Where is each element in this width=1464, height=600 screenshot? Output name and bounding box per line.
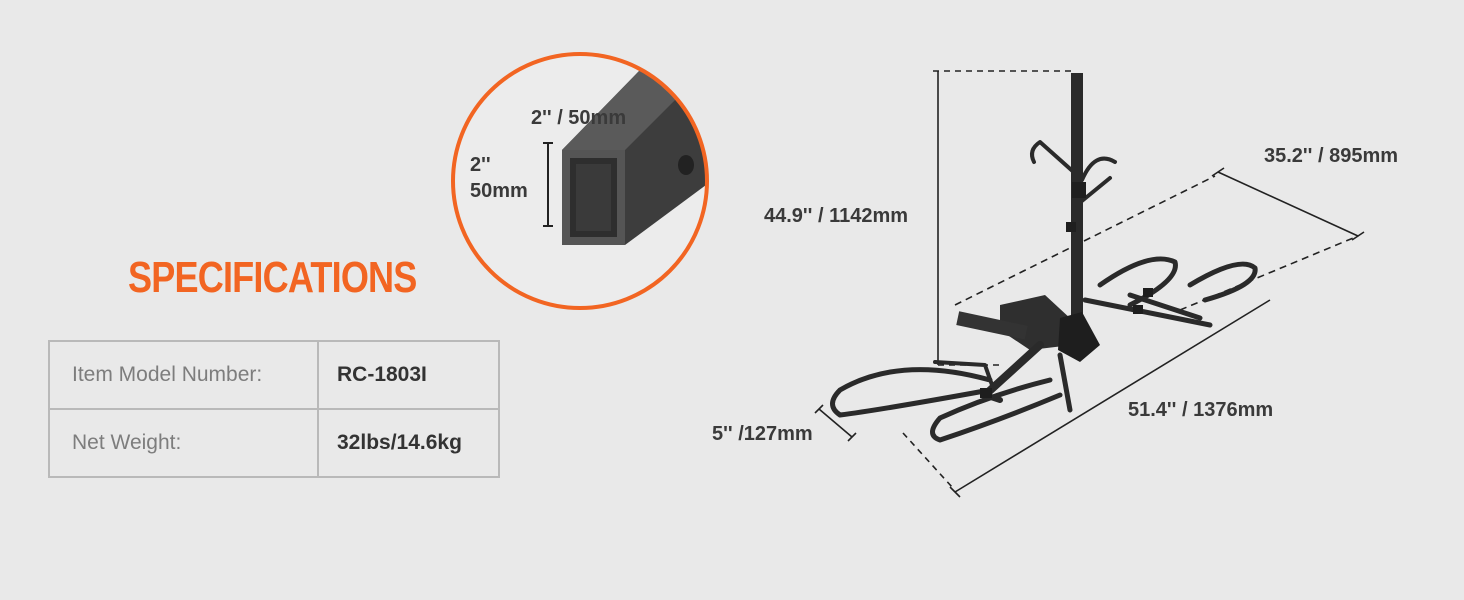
table-row: Net Weight: 32lbs/14.6kg xyxy=(48,408,500,478)
tray-width-dimension-label: 5'' /127mm xyxy=(712,423,813,445)
inset-height-label-2: 50mm xyxy=(470,180,528,202)
inset-width-label: 2'' / 50mm xyxy=(531,107,627,129)
spec-label-weight: Net Weight: xyxy=(48,408,319,478)
spec-label-model: Item Model Number: xyxy=(48,340,319,410)
spec-table: Item Model Number: RC-1803I Net Weight: … xyxy=(48,340,500,478)
spec-value-weight: 32lbs/14.6kg xyxy=(317,408,500,478)
height-dimension-label: 44.9'' / 1142mm xyxy=(764,205,909,227)
length-dimension-label: 51.4'' / 1376mm xyxy=(1128,399,1274,421)
spec-value-model: RC-1803I xyxy=(317,340,500,410)
bike-rack-drawing xyxy=(830,73,1258,443)
inset-height-label-1: 2'' xyxy=(470,154,491,176)
depth-dimension-label: 35.2'' / 895mm xyxy=(1264,145,1399,167)
dimension-lines xyxy=(814,70,1365,498)
table-row: Item Model Number: RC-1803I xyxy=(48,340,500,410)
hitch-tube-inset xyxy=(451,52,709,310)
